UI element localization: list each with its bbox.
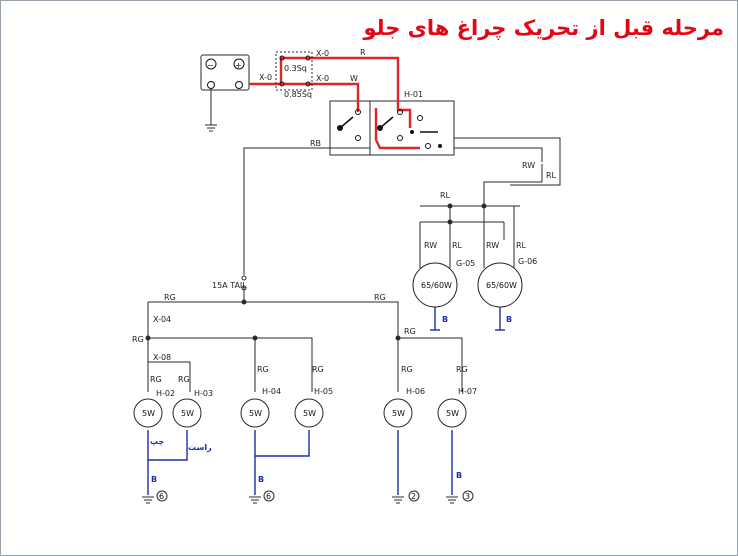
label-rg-h03: RG bbox=[178, 375, 190, 384]
label-h01: H-01 bbox=[404, 90, 423, 99]
label-h07: H-07 bbox=[458, 387, 477, 396]
ground-1-mark: 6 bbox=[159, 492, 164, 501]
ground-3-mark: 2 bbox=[411, 492, 416, 501]
label-rw-a: RW bbox=[424, 241, 437, 250]
battery-minus-terminal bbox=[205, 58, 217, 70]
ground-1-wire: B bbox=[151, 475, 157, 484]
ground-2-wire: B bbox=[258, 475, 264, 484]
label-h05: H-05 bbox=[314, 387, 333, 396]
diagram-title: مرحله قبل از تحریک چراغ های جلو bbox=[363, 16, 724, 40]
label-rl-b: RL bbox=[516, 241, 527, 250]
label-h03: H-03 bbox=[194, 389, 213, 398]
battery bbox=[200, 54, 250, 91]
ground-symbols bbox=[142, 496, 458, 504]
headlamp-g05-rating: 65/60W bbox=[421, 281, 452, 290]
label-h02: H-02 bbox=[156, 389, 175, 398]
label-x0-mid: X-0 bbox=[316, 74, 329, 83]
label-rg-left: RG bbox=[164, 293, 176, 302]
headlamp-g05-ground: B bbox=[442, 315, 448, 324]
label-rw-b: RW bbox=[486, 241, 499, 250]
lamp-h03 bbox=[172, 398, 202, 428]
ground-4-wire: B bbox=[456, 471, 462, 480]
label-sq03: 0.3Sq bbox=[284, 64, 307, 73]
headlamp-g06-ground: B bbox=[506, 315, 512, 324]
label-x08: X-08 bbox=[153, 353, 171, 362]
label-sq085: 0.85Sq bbox=[284, 90, 312, 99]
label-rg-h04: RG bbox=[257, 365, 269, 374]
lamp-h06-rating: 5W bbox=[392, 409, 405, 418]
lamp-h07-rating: 5W bbox=[446, 409, 459, 418]
lamp-h07 bbox=[437, 398, 467, 428]
lamp-h06 bbox=[383, 398, 413, 428]
headlamp-g06-rating: 65/60W bbox=[486, 281, 517, 290]
battery-minus-label: − bbox=[207, 61, 214, 70]
label-h06: H-06 bbox=[406, 387, 425, 396]
label-rb: RB bbox=[310, 139, 321, 148]
label-rg-x04: RG bbox=[132, 335, 144, 344]
label-rg-right: RG bbox=[374, 293, 386, 302]
label-rg-h07: RG bbox=[456, 365, 468, 374]
label-rl-a: RL bbox=[452, 241, 463, 250]
ground-4-mark: 3 bbox=[465, 492, 470, 501]
lamp-h05 bbox=[294, 398, 324, 428]
lamp-h02-rating: 5W bbox=[142, 409, 155, 418]
label-rg-h02: RG bbox=[150, 375, 162, 384]
battery-plus-label: + bbox=[235, 61, 242, 70]
label-r: R bbox=[360, 48, 366, 57]
label-tail-fuse: 15A TAIL bbox=[212, 281, 247, 290]
ground-2-mark: 6 bbox=[266, 492, 271, 501]
label-w: W bbox=[350, 74, 358, 83]
label-rw-top: RW bbox=[522, 161, 535, 170]
label-x0-top: X-0 bbox=[316, 49, 329, 58]
lamp-h02-note: چپ bbox=[150, 437, 164, 446]
label-rl-top: RL bbox=[546, 171, 557, 180]
lamp-h02 bbox=[133, 398, 163, 428]
label-h04: H-04 bbox=[262, 387, 281, 396]
battery-plus-terminal bbox=[233, 58, 245, 70]
label-rg-h06: RG bbox=[401, 365, 413, 374]
lamp-h03-note: راست bbox=[188, 443, 212, 452]
label-x04: X-04 bbox=[153, 315, 171, 324]
lamp-h05-rating: 5W bbox=[303, 409, 316, 418]
lamp-h03-rating: 5W bbox=[181, 409, 194, 418]
label-rg-h05: RG bbox=[312, 365, 324, 374]
label-g06: G-06 bbox=[518, 257, 537, 266]
label-g05: G-05 bbox=[456, 259, 475, 268]
lamp-h04 bbox=[240, 398, 270, 428]
label-x0-left: X-0 bbox=[259, 73, 272, 82]
label-rl-mid: RL bbox=[440, 191, 451, 200]
label-rg-mid: RG bbox=[404, 327, 416, 336]
lamp-h04-rating: 5W bbox=[249, 409, 262, 418]
